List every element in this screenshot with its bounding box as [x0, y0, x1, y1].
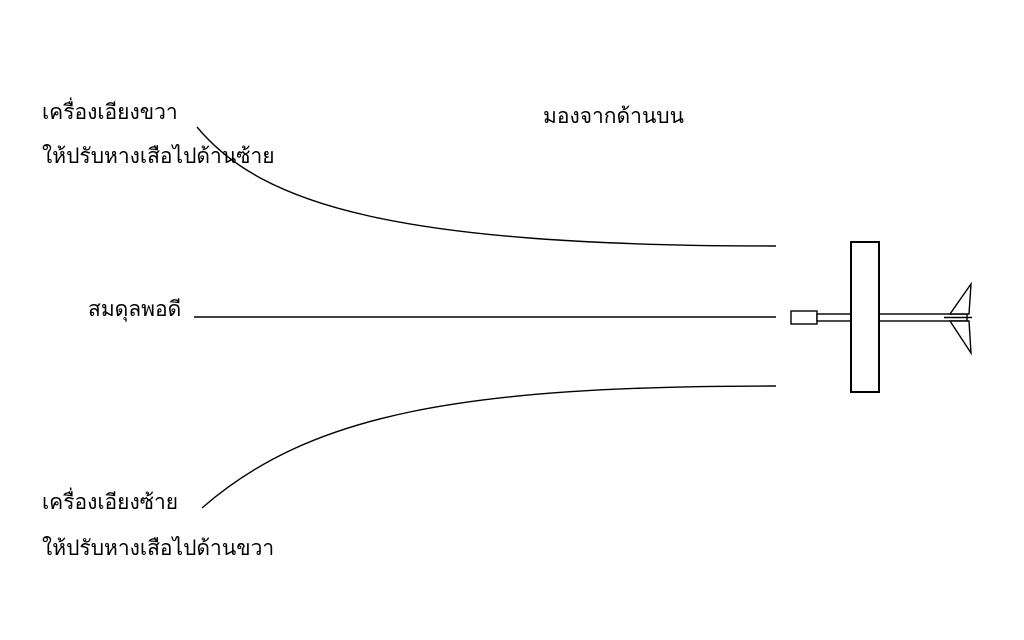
right-bank-instruction: ให้ปรับหางเสือไปด้านซ้าย: [42, 144, 275, 168]
right-bank-label: เครื่องเอียงขวา: [42, 100, 178, 124]
glider-nose-weight: [790, 310, 818, 325]
view-label: มองจากด้านบน: [543, 104, 684, 128]
balanced-label: สมดุลพอดี: [88, 297, 182, 321]
left-bank-instruction: ให้ปรับหางเสือไปด้านขวา: [42, 536, 275, 560]
glider-wing: [850, 241, 880, 393]
left-bank-flight-path: [201, 385, 777, 509]
left-bank-label: เครื่องเอียงซ้าย: [42, 490, 179, 514]
glider-vertical-fin: [948, 281, 972, 315]
glider-top-view-icon: [790, 241, 972, 393]
glider-lower-fin: [948, 320, 972, 356]
right-bank-flight-path: [196, 126, 777, 247]
